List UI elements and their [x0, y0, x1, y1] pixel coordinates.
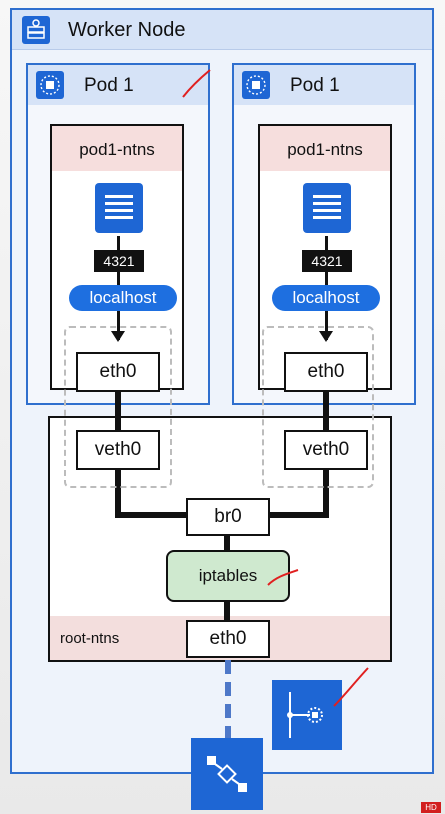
connector-app-port-right [325, 236, 328, 250]
connector-app-port-left [117, 236, 120, 250]
connector-right-to-bridge [269, 512, 329, 518]
service-graph-icon [272, 680, 342, 750]
eth0-interface-root: eth0 [186, 620, 270, 658]
connector-veth-right-down [323, 470, 329, 516]
worker-node-header: Worker Node [12, 10, 432, 50]
eth0-interface-right: eth0 [284, 352, 368, 392]
veth0-interface-left: veth0 [76, 430, 160, 470]
pod-header-left: Pod 1 [28, 65, 208, 105]
worker-node-title: Worker Node [68, 19, 186, 41]
pod-namespace-header-left: pod1-ntns [52, 126, 182, 171]
pod-namespace-box-right: pod1-ntns [258, 124, 392, 390]
connector-localhost-eth-left [117, 310, 120, 340]
server-node-icon [22, 16, 50, 44]
pod-icon [36, 71, 64, 99]
localhost-pill-right: localhost [272, 285, 380, 311]
eth0-interface-left: eth0 [76, 352, 160, 392]
connector-eth-veth-left [115, 392, 121, 430]
connector-port-localhost-left [117, 272, 120, 286]
connector-eth-veth-right [323, 392, 329, 430]
pod-title-left: Pod 1 [84, 75, 134, 96]
document-list-icon [95, 183, 143, 233]
bridge-br0: br0 [186, 498, 270, 536]
connector-localhost-eth-right [325, 310, 328, 340]
iptables-box: iptables [166, 550, 290, 602]
connector-veth-left-down [115, 470, 121, 516]
document-list-icon [303, 183, 351, 233]
arrow-down-icon [111, 331, 125, 342]
port-label-right: 4321 [302, 250, 352, 272]
pod-title-right: Pod 1 [290, 75, 340, 96]
network-switch-icon [191, 738, 263, 810]
pod-namespace-label-left: pod1-ntns [79, 140, 155, 159]
connector-iptables-eth [224, 602, 230, 622]
root-namespace-label: root-ntns [60, 630, 120, 647]
localhost-pill-left: localhost [69, 285, 177, 311]
port-label-left: 4321 [94, 250, 144, 272]
network-link-dashed [225, 660, 231, 738]
connector-bridge-iptables [224, 534, 230, 552]
connector-port-localhost-right [325, 272, 328, 286]
pod-namespace-label-right: pod1-ntns [287, 140, 363, 159]
pod-icon [242, 71, 270, 99]
veth0-interface-right: veth0 [284, 430, 368, 470]
veth-pair-outline-right [262, 326, 374, 488]
pod-namespace-header-right: pod1-ntns [260, 126, 390, 171]
arrow-down-icon [319, 331, 333, 342]
hd-badge: HD [421, 802, 441, 813]
pod-header-right: Pod 1 [234, 65, 414, 105]
veth-pair-outline-left [64, 326, 172, 488]
connector-left-to-bridge [115, 512, 187, 518]
